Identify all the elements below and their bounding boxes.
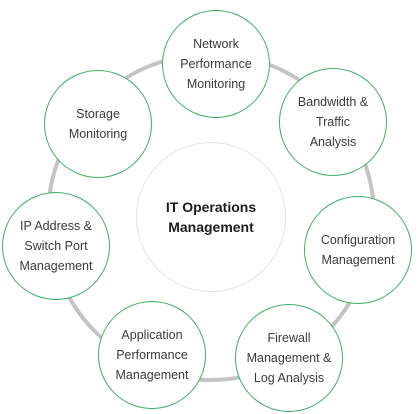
node-network-performance-monitoring: Network Performance Monitoring — [162, 10, 270, 118]
node-firewall-log-analysis: Firewall Management & Log Analysis — [235, 304, 343, 412]
node-application-performance-management: Application Performance Management — [98, 301, 206, 409]
node-label: Storage Monitoring — [68, 107, 128, 141]
node-label: Firewall Management & Log Analysis — [246, 331, 332, 385]
node-label: Network Performance Monitoring — [180, 37, 252, 91]
center-hub: IT Operations Management — [136, 142, 286, 292]
node-label: Bandwidth & Traffic Analysis — [297, 95, 369, 149]
node-bandwidth-traffic-analysis: Bandwidth & Traffic Analysis — [279, 68, 387, 176]
node-storage-monitoring: Storage Monitoring — [44, 70, 152, 178]
center-hub-label: IT Operations Management — [165, 199, 257, 235]
node-label: Configuration Management — [320, 233, 396, 267]
node-label: IP Address & Switch Port Management — [19, 219, 93, 273]
node-label: Application Performance Management — [115, 328, 189, 382]
node-ip-address-switch-port-management: IP Address & Switch Port Management — [2, 192, 110, 300]
node-configuration-management: Configuration Management — [304, 196, 412, 304]
